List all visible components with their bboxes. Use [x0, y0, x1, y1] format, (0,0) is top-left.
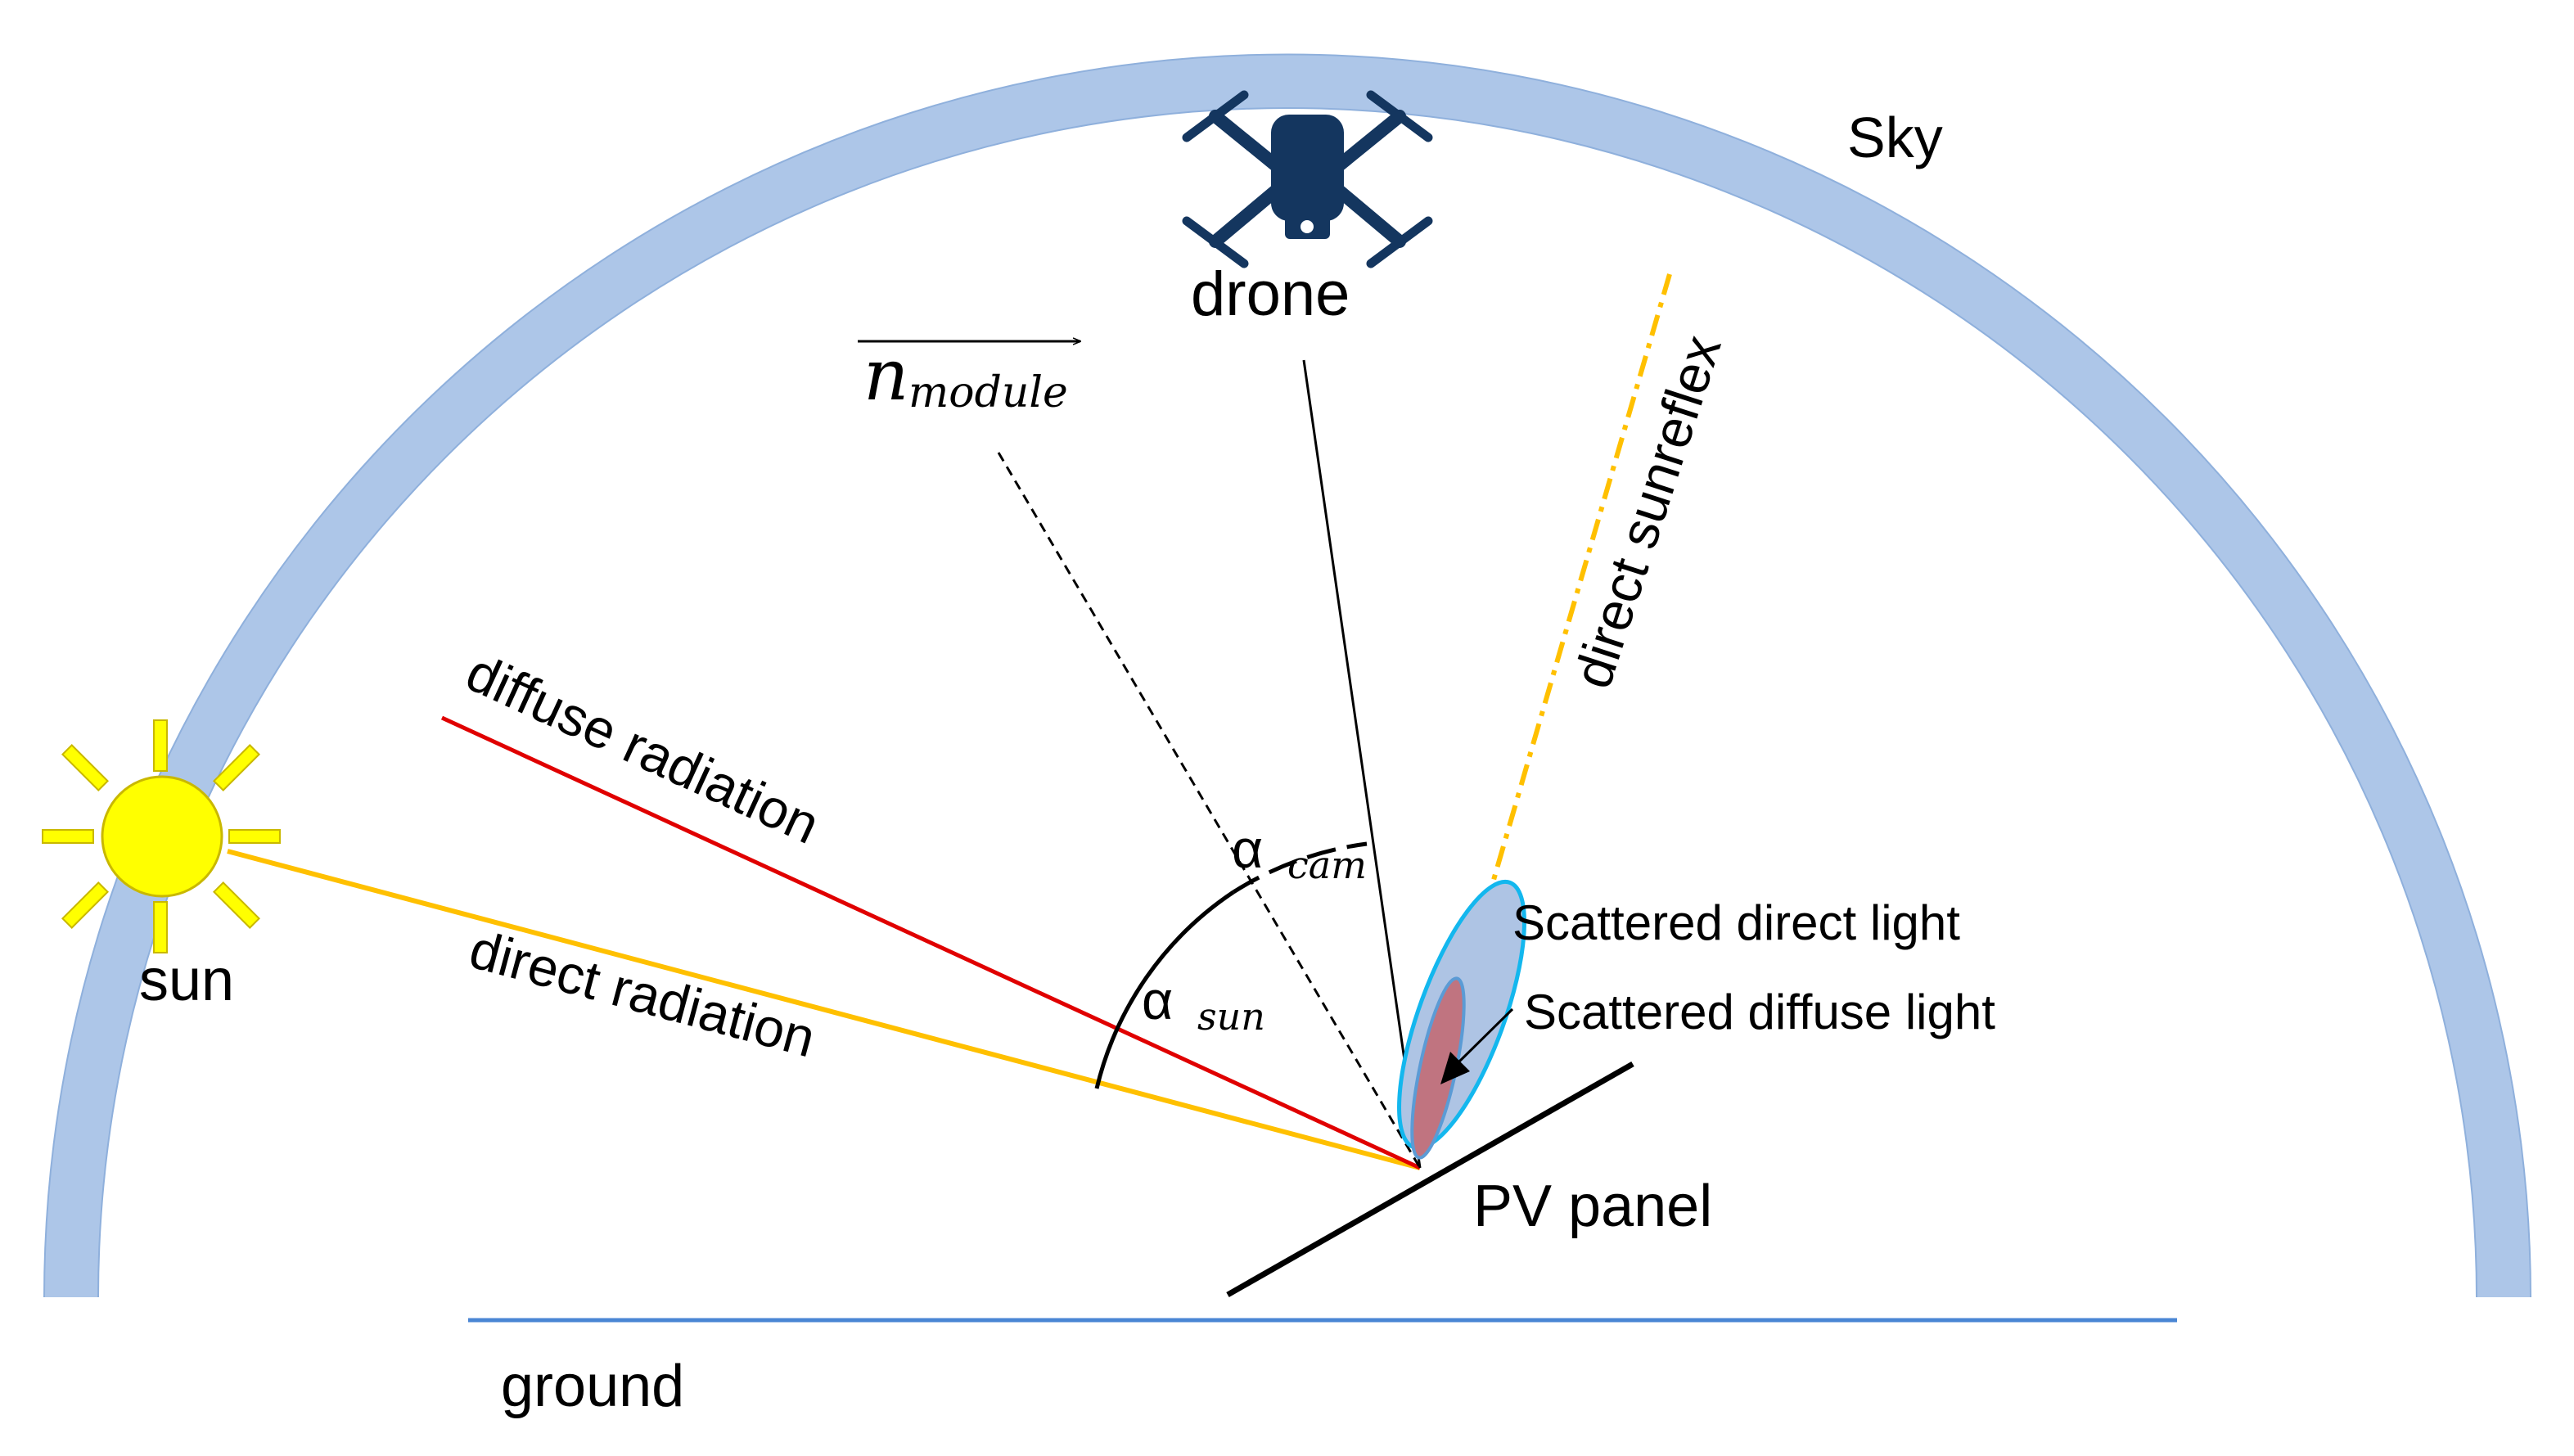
alpha-cam-arc	[1232, 841, 1368, 895]
scattered-direct-light-label: Scattered direct light	[1512, 895, 1960, 950]
drone-icon	[1182, 90, 1433, 268]
module-normal-line	[997, 452, 1422, 1169]
scattered-diffuse-light-label: Scattered diffuse light	[1524, 985, 1995, 1039]
sky-label: Sky	[1847, 106, 1943, 169]
sun-label: sun	[139, 948, 234, 1013]
direct-sunreflex-line	[1491, 273, 1672, 881]
normal-vector-symbol: n	[863, 335, 908, 417]
sky-dome-outer-edge	[43, 53, 2531, 1298]
alpha-sun-subscript: sun	[1197, 994, 1265, 1039]
alpha-sun-symbol: α	[1142, 970, 1173, 1030]
drone-label: drone	[1191, 259, 1350, 329]
direct-radiation-ray	[227, 849, 1421, 1170]
sky-dome-inner-edge	[97, 107, 2477, 1298]
diffuse-radiation-ray	[440, 715, 1422, 1170]
scattered-diffuse-arrowhead	[1440, 1052, 1470, 1084]
diffuse-radiation-label: diffuse radiation	[458, 641, 828, 854]
camera-line	[1302, 359, 1422, 1169]
normal-vector-subscript: module	[908, 368, 1068, 417]
alpha-sun-arc	[1094, 890, 1235, 1089]
alpha-cam-subscript: cam	[1287, 843, 1367, 887]
alpha-cam-symbol: α	[1232, 818, 1263, 879]
pv-panel-label: PV panel	[1473, 1174, 1712, 1239]
pv-panel	[1226, 1061, 1634, 1298]
direct-sunreflex-label: direct sunreflex	[1562, 328, 1733, 695]
ground-label: ground	[501, 1354, 684, 1419]
scattered-diffuse-pointer	[1457, 1007, 1514, 1064]
sky-dome-arc	[44, 54, 2531, 1298]
sun-icon	[42, 719, 281, 953]
